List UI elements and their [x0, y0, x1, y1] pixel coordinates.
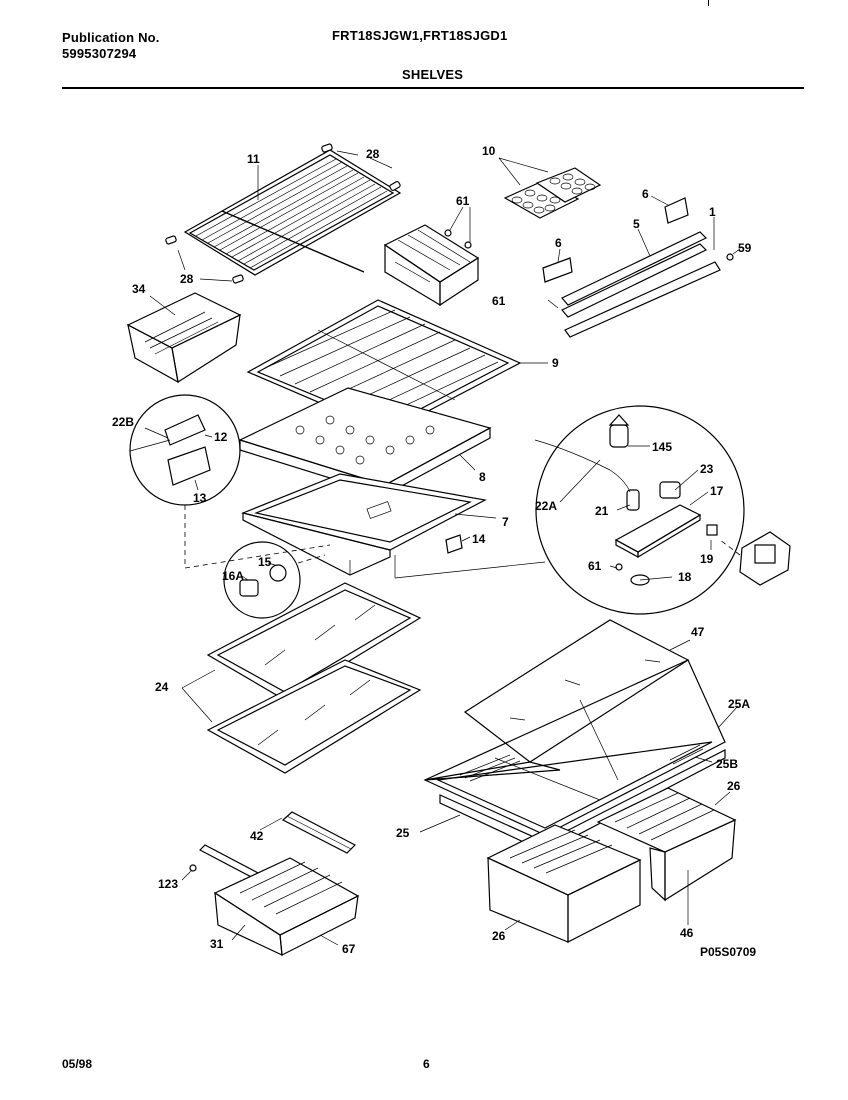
page-number: 6 [423, 1057, 430, 1071]
callout-10: 10 [482, 144, 496, 158]
publication-number: 5995307294 [62, 46, 137, 61]
corner-tick [708, 0, 709, 6]
egg-tray-drawing [498, 157, 602, 219]
control-housing-detail [394, 405, 791, 615]
callout-34: 34 [132, 282, 146, 296]
footer-date: 05/98 [62, 1057, 93, 1071]
callout-28-bottom: 28 [180, 272, 194, 286]
callout-31: 31 [210, 937, 224, 951]
callout-6-top: 6 [642, 187, 649, 201]
callout-26-bottom: 26 [492, 929, 506, 943]
callout-18: 18 [678, 570, 692, 584]
rail-drawing [542, 195, 741, 338]
callout-17: 17 [710, 484, 724, 498]
callout-25B: 25B [716, 757, 738, 771]
shelf-frame-drawing [246, 299, 548, 433]
callout-19: 19 [700, 552, 714, 566]
model-numbers: FRT18SJGW1,FRT18SJGD1 [332, 28, 508, 43]
callout-67: 67 [342, 942, 356, 956]
callout-23: 23 [700, 462, 714, 476]
deli-bin-drawing [126, 292, 242, 384]
callout-6-mid: 6 [555, 236, 562, 250]
crisper-assembly-drawing [419, 619, 739, 943]
callout-26-right: 26 [727, 779, 741, 793]
callout-9: 9 [552, 356, 559, 370]
section-title: SHELVES [402, 67, 464, 82]
callout-21: 21 [595, 504, 609, 518]
callout-46: 46 [680, 926, 694, 940]
wire-shelf-drawing [165, 143, 402, 284]
callout-22B: 22B [112, 415, 134, 429]
callout-61-mid: 61 [492, 294, 506, 308]
callout-15: 15 [258, 555, 272, 569]
callout-16A: 16A [222, 569, 244, 583]
pan-drawing [241, 473, 497, 576]
callout-1: 1 [709, 205, 716, 219]
callout-14: 14 [472, 532, 486, 546]
callout-7: 7 [502, 515, 509, 529]
header-rule [62, 87, 804, 89]
callout-28-top: 28 [366, 147, 380, 161]
callout-13: 13 [193, 491, 207, 505]
callout-5: 5 [633, 217, 640, 231]
meat-drawer-drawing [181, 811, 360, 956]
callout-42: 42 [250, 829, 264, 843]
callout-61-top: 61 [456, 194, 470, 208]
callout-145: 145 [652, 440, 672, 454]
callout-22A: 22A [535, 499, 557, 513]
light-socket-detail [223, 541, 326, 619]
callout-12: 12 [214, 430, 228, 444]
callout-61-detail: 61 [588, 559, 602, 573]
control-detail-circle [129, 394, 331, 569]
mini-shelf-drawing [383, 206, 480, 307]
callout-11: 11 [247, 152, 260, 166]
callout-8: 8 [479, 470, 486, 484]
callout-59: 59 [738, 241, 752, 255]
callout-47: 47 [691, 625, 705, 639]
callout-24: 24 [155, 680, 169, 694]
callout-25A: 25A [728, 697, 750, 711]
callout-123: 123 [158, 877, 178, 891]
drawing-code: P05S0709 [700, 945, 756, 959]
publication-label: Publication No. [62, 30, 160, 45]
glass-shelves-drawing [181, 582, 422, 774]
callout-25: 25 [396, 826, 410, 840]
callout-labels: 11 28 28 10 61 6 5 1 59 6 61 34 9 22B 12… [112, 144, 756, 959]
